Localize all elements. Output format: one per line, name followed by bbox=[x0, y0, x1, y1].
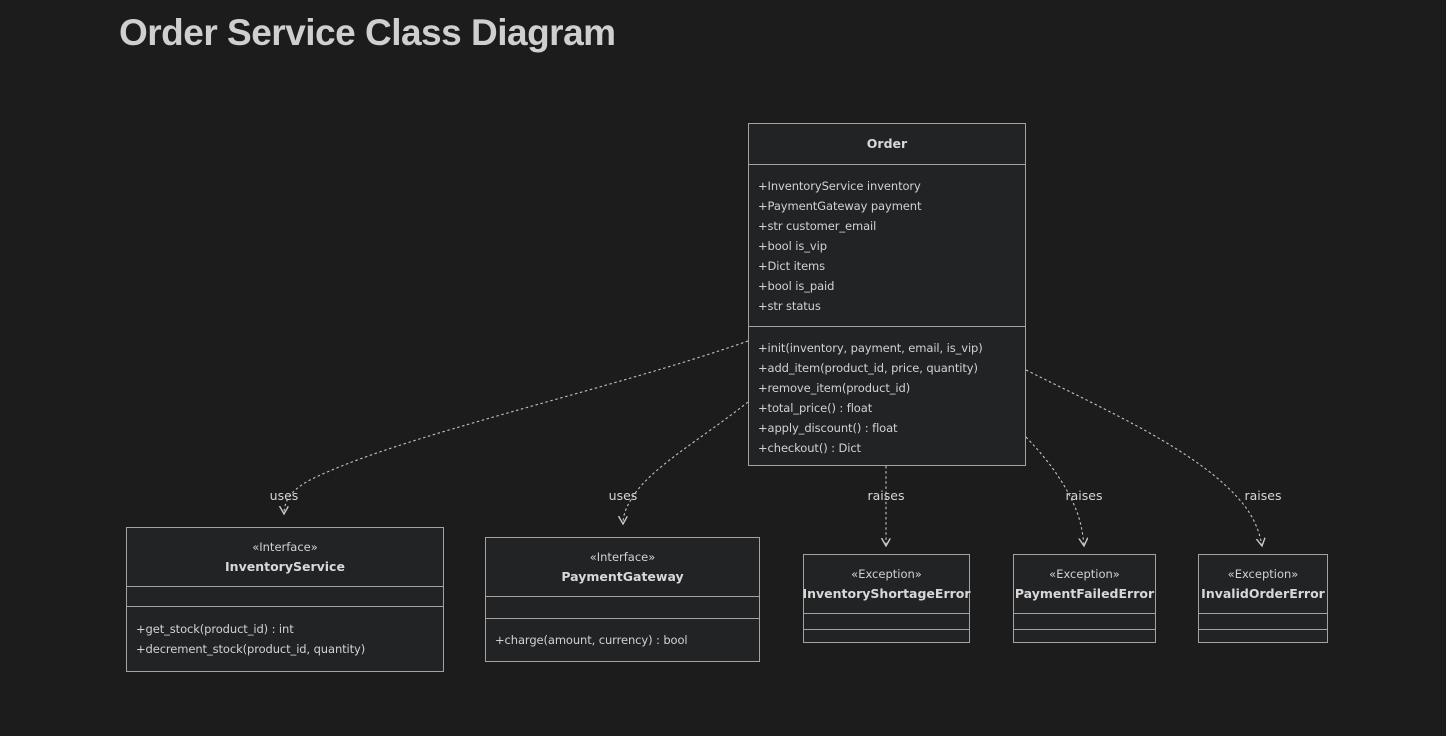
method-row: +checkout() : Dict bbox=[758, 441, 861, 455]
class-name-invalidordererror: InvalidOrderError bbox=[1201, 585, 1325, 601]
class-box-order: Order +InventoryService inventory +Payme… bbox=[748, 123, 1026, 466]
attributes-empty bbox=[1014, 613, 1155, 629]
class-header-order: Order bbox=[749, 124, 1025, 164]
class-header-inventoryshortageerror: «Exception» InventoryShortageError bbox=[802, 555, 971, 613]
class-header-paymentgateway: «Interface» PaymentGateway bbox=[486, 538, 759, 596]
attribute-row: +Dict items bbox=[758, 259, 826, 273]
class-name-paymentgateway: PaymentGateway bbox=[561, 568, 684, 584]
method-row: +decrement_stock(product_id, quantity) bbox=[136, 642, 366, 656]
class-name-inventoryshortageerror: InventoryShortageError bbox=[802, 585, 971, 601]
attribute-row: +str status bbox=[758, 299, 821, 313]
class-annotation: «Interface» bbox=[252, 539, 318, 554]
attributes-empty bbox=[804, 613, 969, 629]
class-box-invalidordererror: «Exception» InvalidOrderError bbox=[1198, 554, 1328, 643]
edge-uses-paymentgateway bbox=[623, 401, 749, 524]
class-annotation: «Interface» bbox=[589, 549, 656, 564]
page-title: Order Service Class Diagram bbox=[119, 12, 616, 53]
attribute-row: +PaymentGateway payment bbox=[758, 199, 922, 213]
class-header-paymentfailederror: «Exception» PaymentFailedError bbox=[1014, 555, 1155, 613]
class-name-paymentfailederror: PaymentFailedError bbox=[1014, 585, 1155, 601]
class-header-invalidordererror: «Exception» InvalidOrderError bbox=[1199, 555, 1327, 613]
attributes-inventoryservice-empty bbox=[127, 586, 443, 606]
method-row: +apply_discount() : float bbox=[758, 421, 898, 435]
edge-label-raises-inventoryshortageerror: raises bbox=[867, 488, 905, 503]
attribute-row: +bool is_paid bbox=[758, 279, 835, 293]
methods-paymentgateway: +charge(amount, currency) : bool bbox=[486, 618, 759, 661]
methods-empty bbox=[1199, 629, 1327, 642]
class-annotation: «Exception» bbox=[1049, 566, 1120, 581]
methods-inventoryservice: +get_stock(product_id) : int +decrement_… bbox=[127, 606, 443, 671]
attribute-row: +InventoryService inventory bbox=[758, 179, 921, 193]
methods-empty bbox=[1014, 629, 1155, 642]
attributes-order: +InventoryService inventory +PaymentGate… bbox=[749, 164, 1025, 326]
methods-empty bbox=[804, 629, 969, 642]
class-name-order: Order bbox=[866, 136, 908, 151]
edge-label-raises-paymentfailederror: raises bbox=[1065, 488, 1103, 503]
method-row: +add_item(product_id, price, quantity) bbox=[758, 361, 978, 375]
method-row: +total_price() : float bbox=[758, 401, 873, 415]
edge-raises-paymentfailederror bbox=[1025, 436, 1084, 546]
class-box-paymentfailederror: «Exception» PaymentFailedError bbox=[1013, 554, 1156, 643]
attributes-paymentgateway-empty bbox=[486, 596, 759, 618]
edge-label-uses-paymentgateway: uses bbox=[608, 488, 638, 503]
attribute-row: +str customer_email bbox=[758, 219, 877, 233]
attributes-empty bbox=[1199, 613, 1327, 629]
edge-uses-inventoryservice bbox=[284, 340, 749, 514]
class-annotation: «Exception» bbox=[851, 566, 922, 581]
edge-label-raises-invalidordererror: raises bbox=[1244, 488, 1282, 503]
class-box-paymentgateway: «Interface» PaymentGateway +charge(amoun… bbox=[485, 537, 760, 662]
class-header-inventoryservice: «Interface» InventoryService bbox=[127, 528, 443, 586]
method-row: +init(inventory, payment, email, is_vip) bbox=[758, 341, 983, 355]
class-box-inventoryservice: «Interface» InventoryService +get_stock(… bbox=[126, 527, 444, 672]
method-row: +charge(amount, currency) : bool bbox=[495, 633, 688, 647]
methods-order: +init(inventory, payment, email, is_vip)… bbox=[749, 326, 1025, 466]
method-row: +remove_item(product_id) bbox=[758, 381, 911, 395]
attribute-row: +bool is_vip bbox=[758, 239, 827, 253]
class-annotation: «Exception» bbox=[1227, 566, 1299, 581]
edge-label-uses-inventoryservice: uses bbox=[269, 488, 299, 503]
edge-raises-invalidordererror bbox=[1025, 369, 1262, 546]
class-box-inventoryshortageerror: «Exception» InventoryShortageError bbox=[802, 554, 971, 643]
method-row: +get_stock(product_id) : int bbox=[136, 622, 294, 636]
class-name-inventoryservice: InventoryService bbox=[225, 558, 345, 574]
